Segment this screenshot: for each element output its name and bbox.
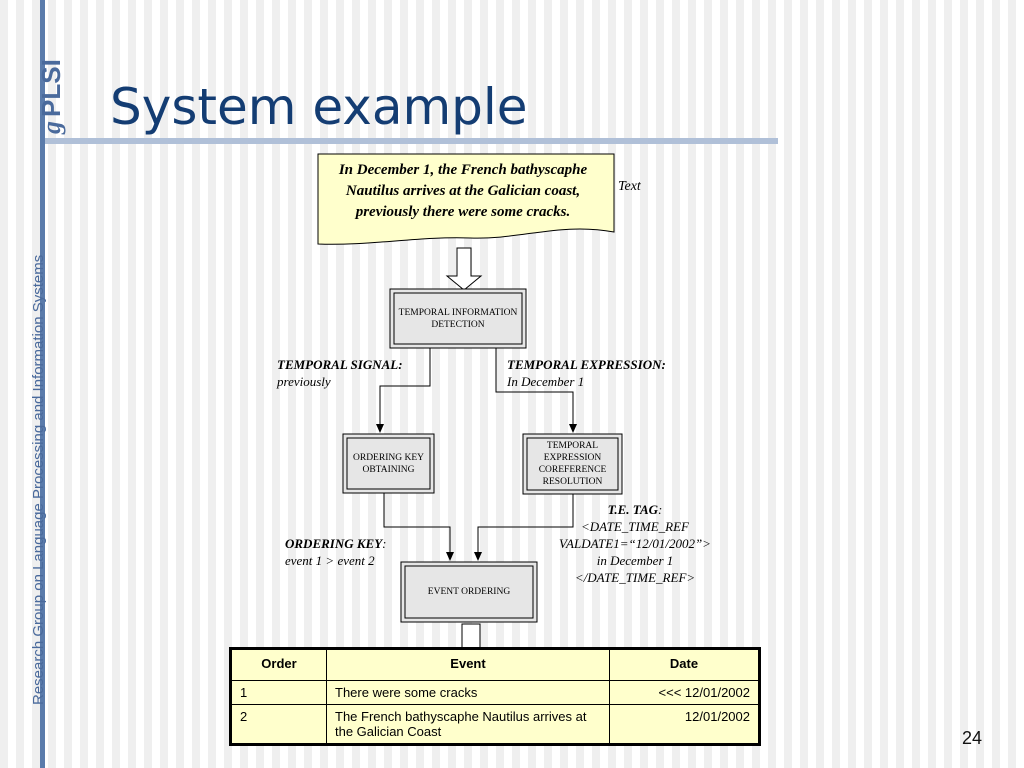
event-ordering-box-inner [404,565,534,619]
ordering-key-box-inner [346,437,431,490]
title-underline [45,138,778,144]
header-date: Date [609,648,760,681]
slide-number: 24 [962,728,983,748]
temporal-signal-value: previously [277,374,331,389]
te-tag-line2: VALDATE1=“12/01/2002”> [559,536,711,551]
sidebar-rule [40,0,45,768]
ordering-key-annotation: ORDERING KEY: event 1 > event 2 [285,535,387,569]
te-tag-label: T.E. TAG [607,502,659,517]
cell-event: There were some cracks [326,680,610,705]
temporal-detection-box-inner [393,292,523,345]
ordering-key-colon: : [382,536,387,551]
ordering-key-value: event 1 > event 2 [285,553,375,568]
slide-title: System example [110,78,528,136]
event-order-table: Order Event Date 1 There were some crack… [229,647,761,746]
input-text: In December 1, the French bathyscaphe Na… [338,162,588,220]
header-event: Event [326,648,610,681]
coreference-label: TEMPORAL EXPRESSION COREFERENCE RESOLUTI… [538,441,607,487]
ordering-key-label: ORDERING KEY [285,536,383,551]
connector-coreference [474,494,574,561]
temporal-expression-value: In December 1 [507,374,585,389]
table-row: 2 The French bathyscaphe Nautilus arrive… [230,704,760,745]
hollow-arrow-down [445,247,483,291]
hollow-arrow-to-table [461,623,481,649]
te-tag-annotation: T.E. TAG: <DATE_TIME_REF VALDATE1=“12/01… [540,501,730,586]
input-document-shape [317,153,615,245]
te-tag-line4: </DATE_TIME_REF> [574,570,696,585]
connector-signal [376,348,431,433]
event-ordering-label: EVENT ORDERING [427,587,511,597]
temporal-signal-annotation: TEMPORAL SIGNAL: previously [277,356,403,390]
ordering-key-box-label: ORDERING KEY OBTAINING [353,452,424,475]
cell-date: <<< 12/01/2002 [609,680,760,705]
cell-order: 2 [230,704,327,745]
connector-ordering-key [383,493,454,561]
coreference-box-inner [526,437,619,491]
input-label: Text [618,179,641,194]
te-tag-colon: : [658,502,663,517]
cell-order: 1 [230,680,327,705]
header-order: Order [230,648,327,681]
temporal-detection-label: TEMPORAL INFORMATION DETECTION [398,307,518,330]
table-row: 1 There were some cracks <<< 12/01/2002 [230,680,760,705]
temporal-expression-label: TEMPORAL EXPRESSION: [507,357,666,372]
table-header-row: Order Event Date [230,648,760,681]
temporal-expression-annotation: TEMPORAL EXPRESSION: In December 1 [507,356,666,390]
te-tag-line3: in December 1 [596,553,674,568]
connector-expression [495,348,577,433]
te-tag-line1: <DATE_TIME_REF [581,519,689,534]
cell-date: 12/01/2002 [609,704,760,745]
temporal-signal-label: TEMPORAL SIGNAL: [277,357,403,372]
cell-event: The French bathyscaphe Nautilus arrives … [326,704,610,745]
